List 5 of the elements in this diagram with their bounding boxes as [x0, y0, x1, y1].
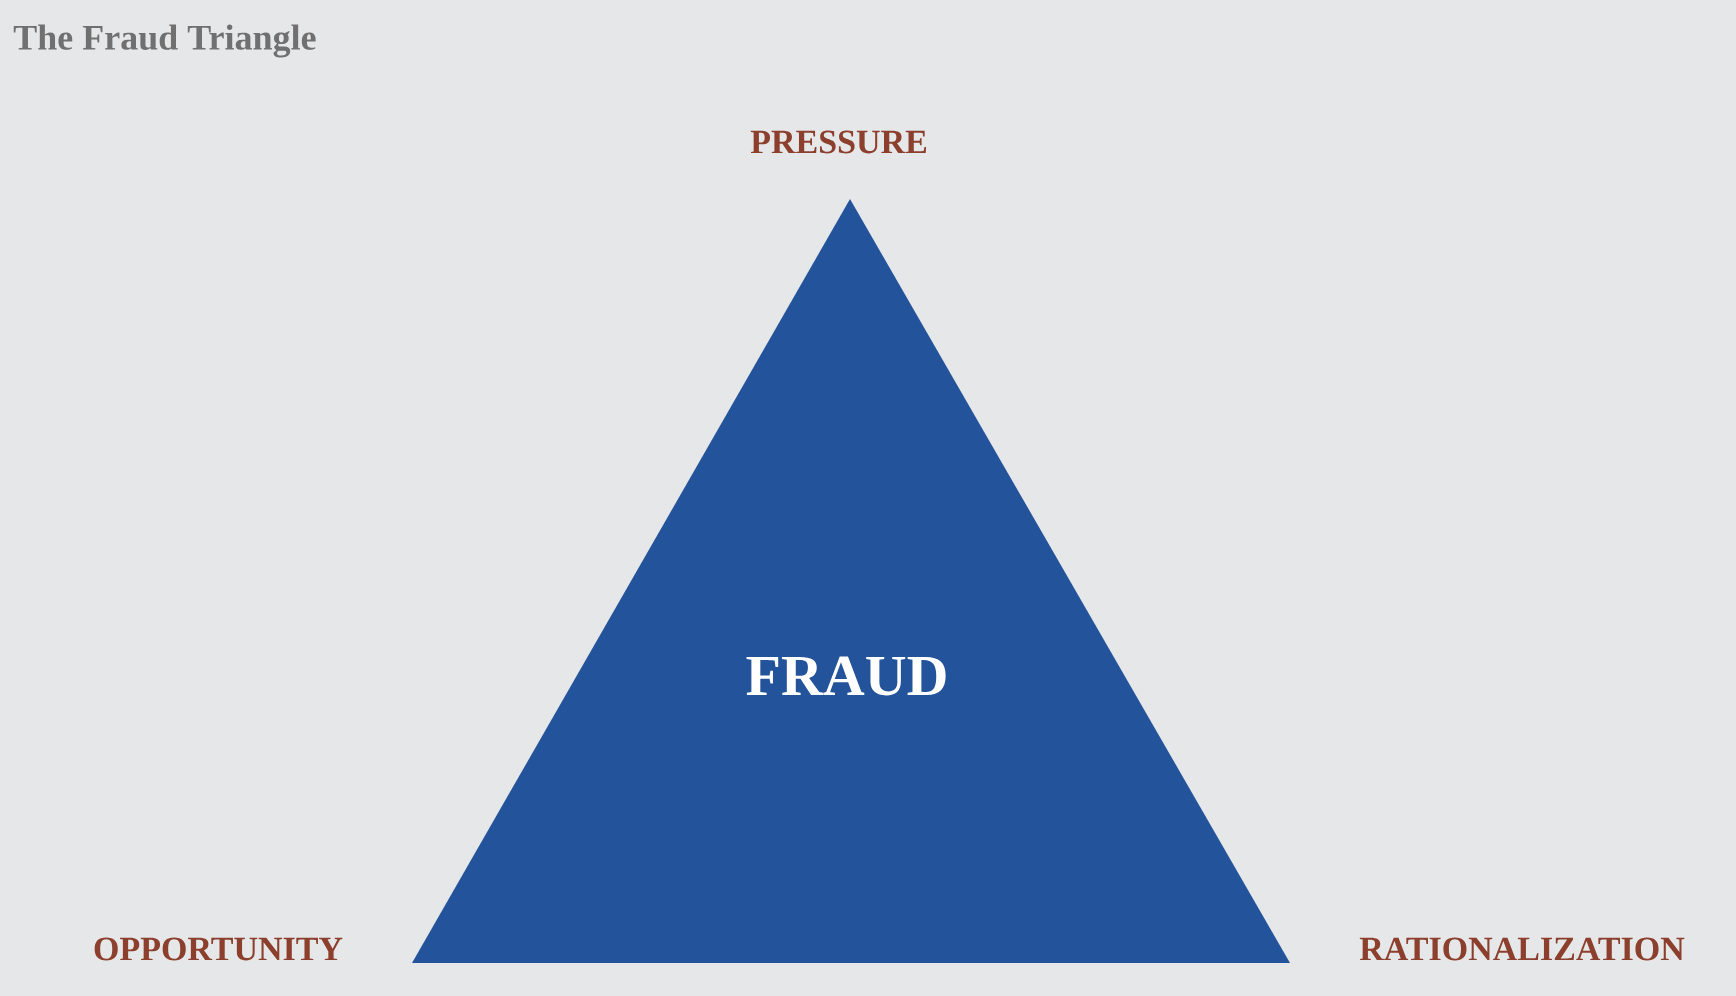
- vertex-label: PRESSURE: [750, 130, 927, 154]
- vertex-label: RATIONALIZATION: [1359, 937, 1685, 961]
- vertex-label: OPPORTUNITY: [94, 937, 343, 961]
- triangle: FRAUD: [412, 199, 1290, 963]
- title: The Fraud Triangle: [13, 24, 316, 58]
